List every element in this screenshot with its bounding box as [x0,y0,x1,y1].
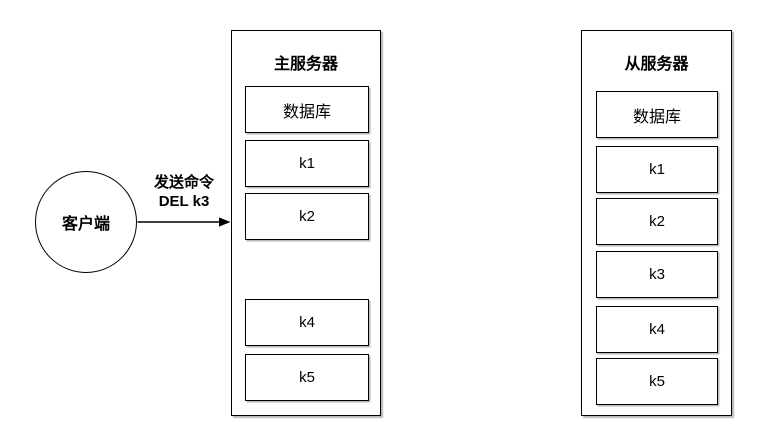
master-key-box-k2: k2 [245,193,369,240]
master-key-box-k4: k4 [245,299,369,346]
slave-key-box-k1: k1 [596,146,718,193]
slave-key-box-k2: k2 [596,198,718,245]
slave-database-box: 数据库 [596,91,718,138]
master-server-panel: 主服务器 数据库 k1 k2 k4 k5 [231,30,381,416]
command-label-line2: DEL k3 [158,193,210,210]
slave-key-box-k4: k4 [596,306,718,353]
command-label: 发送命令 DEL k3 [132,173,236,211]
master-key-box-k5: k5 [245,354,369,401]
client-node: 客户端 [35,171,137,273]
master-server-title: 主服务器 [273,56,338,73]
command-label-line1: 发送命令 [153,174,214,191]
master-database-box: 数据库 [245,86,369,133]
slave-key-box-k5: k5 [596,358,718,405]
slave-server-title: 从服务器 [624,56,689,73]
slave-key-box-k3: k3 [596,251,718,298]
master-key-box-k1: k1 [245,140,369,187]
client-label: 客户端 [61,216,110,233]
slave-server-panel: 从服务器 数据库 k1 k2 k3 k4 k5 [581,30,732,416]
